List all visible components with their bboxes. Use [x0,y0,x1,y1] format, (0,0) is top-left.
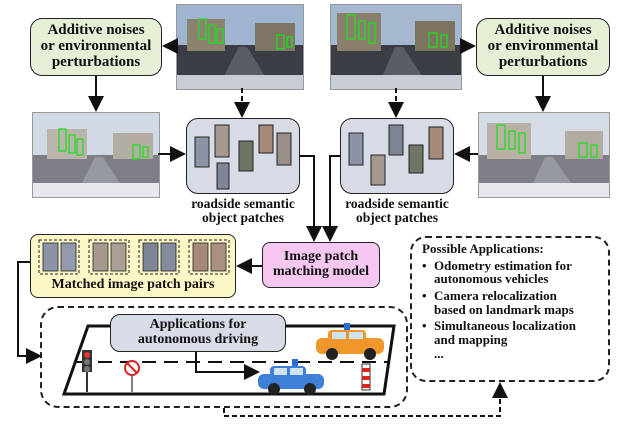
perturb-right-line3: perturbations [498,53,588,70]
arrow-left-patches-to-model [300,155,322,242]
patch-group-right [340,118,454,194]
possible-applications-panel: Possible Applications: • Odometry estima… [410,236,610,382]
original-street-image-left [176,4,304,90]
possible-apps-ellipsis: ... [434,346,444,362]
applications-line2: autonomous driving [137,332,259,347]
matching-model-line1: Image patch [283,249,359,265]
perturb-left-line3: perturbations [51,53,141,70]
patch-group-left [186,118,300,194]
perturbed-street-image-left [32,112,160,198]
matched-pairs-label: Matched image patch pairs [51,277,215,293]
dashed-link-scene-to-apps [223,382,508,417]
perturb-right-line2: or environmental [487,38,599,55]
possible-app-1-line1: Odometry estimation for [434,257,572,273]
possible-app-1-line2: autonomous vehicles [434,271,549,287]
possible-app-3-line2: and mapping [434,331,508,347]
perturbation-box-left: Additive noises or environmental perturb… [30,18,162,76]
arrow-right-patches-to-model [322,155,340,242]
possible-applications-title: Possible Applications: [422,241,544,256]
driving-scene-illustration [61,323,396,396]
possible-app-2-line1: Camera relocalization [434,287,557,303]
patches-caption-right: roadside semantic object patches [330,196,464,226]
arrow-apps-to-scene [195,352,260,380]
patches-caption-left-line2: object patches [201,210,285,226]
patches-caption-left-line1: roadside semantic [191,196,295,211]
patches-caption-right-line1: roadside semantic [345,196,449,211]
matching-model-line2: matching model [272,264,370,279]
perturbation-box-right: Additive noises or environmental perturb… [476,18,610,76]
applications-box: Applications for autonomous driving [110,314,286,352]
patches-caption-left: roadside semantic object patches [176,196,310,226]
arrow-pairs-to-scene [17,261,42,364]
possible-app-3-line1: Simultaneous localization [434,318,576,334]
patches-caption-right-line2: object patches [355,210,439,226]
perturbed-street-image-right [478,112,610,198]
perturb-right-line1: Additive noises [494,22,592,39]
perturb-left-line2: or environmental [40,38,152,55]
possible-app-2-line2: based on landmark maps [434,301,574,317]
possible-app-item: • Odometry estimation for autonomous veh… [422,257,572,287]
possible-app-item: • Camera relocalization based on landmar… [422,287,574,317]
perturb-left-line1: Additive noises [47,22,145,39]
original-street-image-right [330,4,462,90]
matching-model-box: Image patch matching model [262,242,380,288]
possible-app-item: • Simultaneous localization and mapping [422,318,576,347]
matched-pairs-box: Matched image patch pairs [30,234,236,298]
applications-line1: Applications for [149,317,247,333]
